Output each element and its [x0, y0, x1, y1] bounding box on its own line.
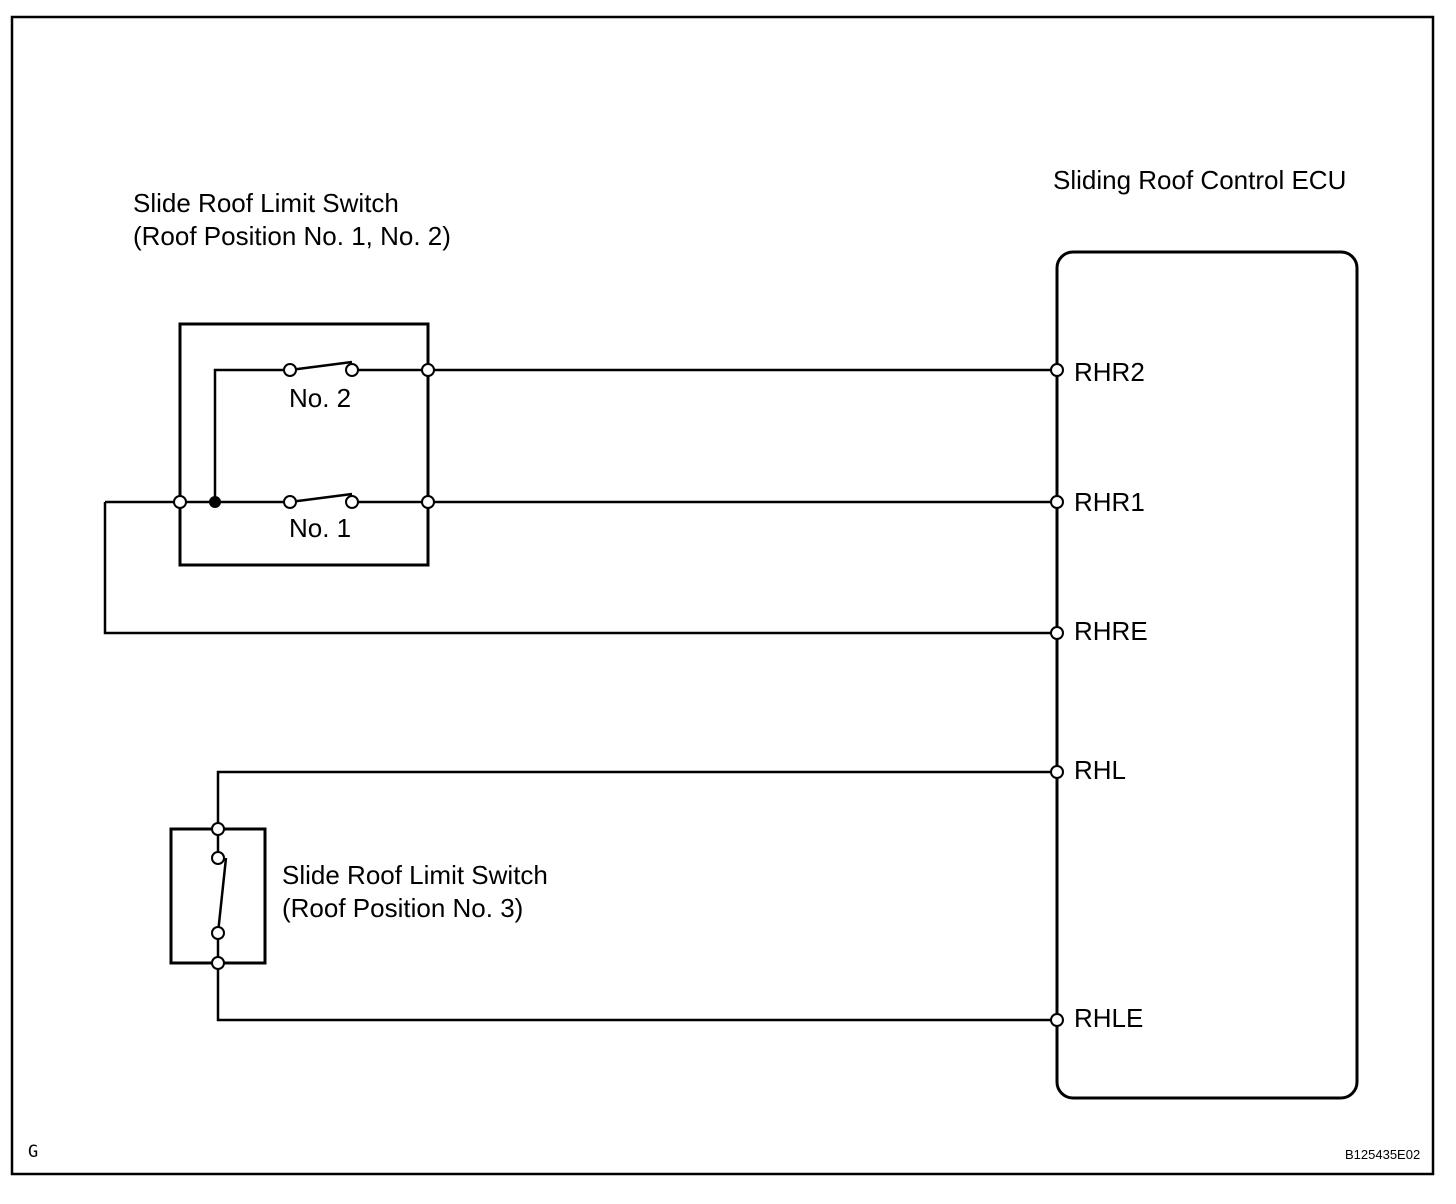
- wire-common-bus: [213, 368, 290, 502]
- ecu-box: [1055, 250, 1359, 1100]
- terminal: [283, 495, 297, 509]
- switch-1-2-subtitle: (Roof Position No. 1, No. 2): [133, 221, 451, 251]
- terminal: [211, 956, 225, 970]
- terminal: [173, 495, 187, 509]
- switch-3-subtitle: (Roof Position No. 3): [282, 893, 524, 923]
- ecu-terminal: [1050, 495, 1064, 509]
- terminal: [345, 363, 359, 377]
- terminal: [211, 926, 225, 940]
- diagram-frame: [10, 15, 1435, 1176]
- switch-3-title: Slide Roof Limit Switch: [282, 860, 548, 890]
- contact-no3-blade: [216, 857, 228, 934]
- pin-label-rhre: RHRE: [1074, 616, 1148, 646]
- ecu-title: Sliding Roof Control ECU: [1053, 165, 1347, 195]
- contact-no1-blade: [289, 492, 353, 504]
- limit-switch-box-1-2: [178, 322, 430, 567]
- ecu-terminal: [1050, 363, 1064, 377]
- contact-no2-blade: [289, 360, 353, 372]
- corner-letter: G: [28, 1142, 39, 1162]
- wire-rhl: [216, 770, 1057, 829]
- pin-label-rhr2: RHR2: [1074, 357, 1145, 387]
- figure-code: B125435E02: [1345, 1147, 1421, 1162]
- ecu-terminal: [1050, 765, 1064, 779]
- terminal: [345, 495, 359, 509]
- terminal: [421, 495, 435, 509]
- junction-dot: [209, 496, 221, 508]
- pin-label-rhr1: RHR1: [1074, 487, 1145, 517]
- ecu-terminal: [1050, 626, 1064, 640]
- ecu-terminal: [1050, 1013, 1064, 1027]
- switch-1-2-title: Slide Roof Limit Switch: [133, 188, 399, 218]
- pin-label-rhl: RHL: [1074, 755, 1127, 785]
- pin-label-rhle: RHLE: [1074, 1003, 1144, 1033]
- contact-no2-label: No. 2: [289, 383, 352, 413]
- terminal: [421, 363, 435, 377]
- terminal: [211, 851, 225, 865]
- contact-no1-label: No. 1: [289, 513, 352, 543]
- terminal: [211, 822, 225, 836]
- wire-rhle: [216, 963, 1057, 1022]
- wire-rhre: [103, 502, 1057, 635]
- terminal: [283, 363, 297, 377]
